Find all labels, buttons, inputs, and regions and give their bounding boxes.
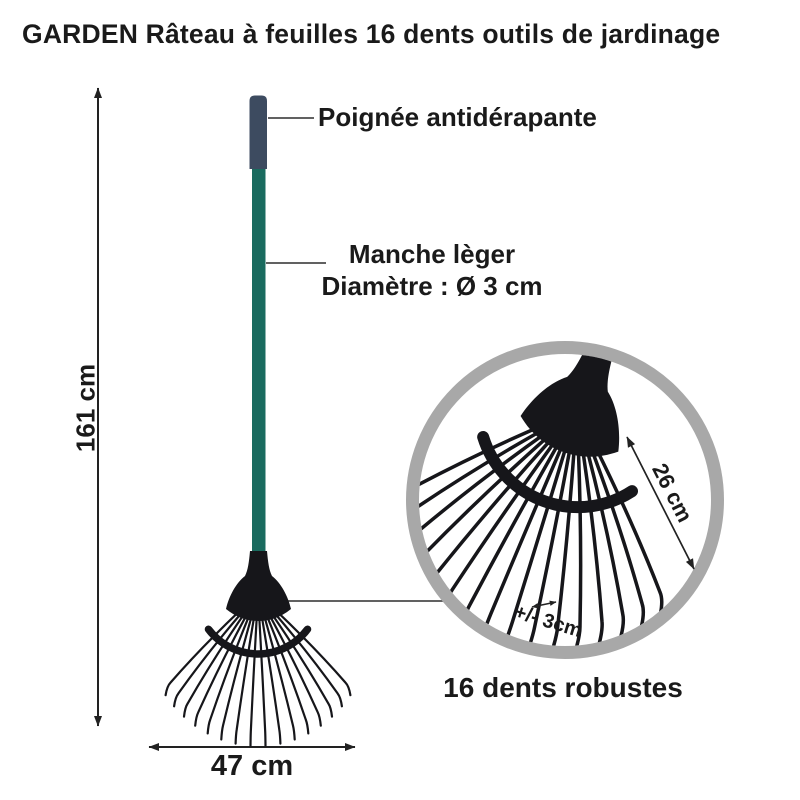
rake-tine bbox=[574, 447, 583, 646]
rake-head bbox=[164, 551, 352, 747]
rake-tine bbox=[273, 611, 343, 708]
rake-tine bbox=[268, 614, 322, 727]
rake-tine bbox=[194, 614, 248, 727]
rake-tine bbox=[419, 428, 545, 536]
rake-tine bbox=[182, 612, 246, 718]
rake-crossbar bbox=[477, 430, 639, 514]
rake-tine bbox=[580, 447, 604, 646]
rake-tine bbox=[593, 444, 664, 616]
rake-tine bbox=[249, 616, 258, 747]
rake-tine bbox=[260, 616, 282, 745]
rake-tine bbox=[270, 612, 334, 718]
rake-tine bbox=[164, 609, 241, 697]
grip-callout-label: Poignée antidérapante bbox=[318, 102, 597, 132]
rake-tine bbox=[275, 609, 352, 697]
shaft-callout-line2: Diamètre : Ø 3 cm bbox=[321, 271, 543, 301]
height-dimension-label: 161 cm bbox=[70, 363, 101, 453]
rake-tine bbox=[550, 447, 576, 646]
rake-shaft bbox=[252, 160, 266, 562]
rake-tine bbox=[263, 616, 296, 741]
rake-tine bbox=[419, 424, 543, 515]
rake-tine bbox=[220, 616, 253, 741]
rake-tine bbox=[419, 434, 550, 577]
rake-tine bbox=[585, 446, 626, 638]
width-dimension-label: 47 cm bbox=[210, 750, 294, 782]
rake-socket bbox=[520, 354, 620, 457]
tine-spacing-arrow bbox=[531, 600, 557, 609]
magnified-rake-head bbox=[419, 354, 664, 646]
rake-tine bbox=[503, 446, 568, 645]
rake-tine bbox=[173, 611, 243, 708]
rake-grip bbox=[249, 95, 267, 169]
product-title: GARDEN Râteau à feuilles 16 dents outils… bbox=[22, 19, 721, 49]
rake-tine bbox=[589, 445, 646, 628]
magnified-view bbox=[419, 354, 664, 646]
rake-crossbar bbox=[204, 625, 312, 658]
rake-tine bbox=[234, 616, 256, 745]
shaft-callout-line1: Manche lèger bbox=[348, 239, 516, 269]
magnifier-circle bbox=[406, 341, 724, 659]
head-length-arrow bbox=[626, 436, 695, 570]
shaft-callout-label: Manche lèger Diamètre : Ø 3 cm bbox=[321, 238, 542, 302]
rake-tine bbox=[206, 615, 250, 735]
teeth-count-caption: 16 dents robustes bbox=[443, 672, 683, 703]
rake-tine bbox=[266, 615, 310, 735]
rake-socket bbox=[226, 551, 291, 621]
rake-figure bbox=[164, 95, 352, 747]
rake-tine bbox=[419, 431, 547, 557]
rake-tine bbox=[258, 616, 267, 747]
